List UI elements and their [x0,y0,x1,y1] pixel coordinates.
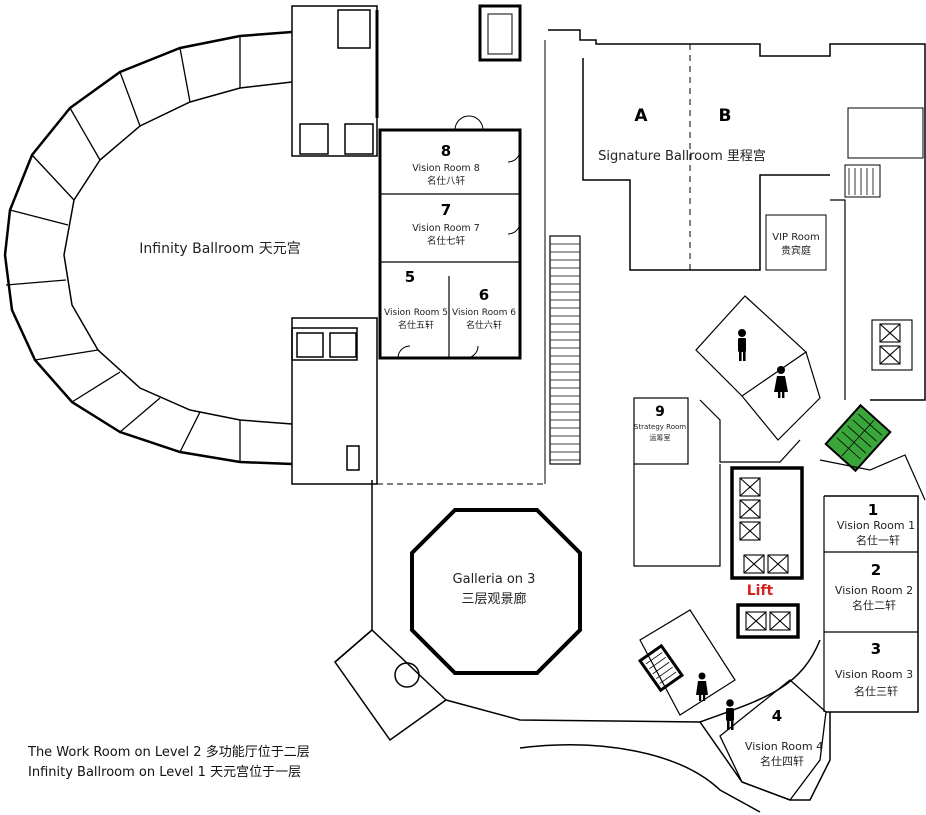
vision-room-8-number: 8 [441,142,451,160]
male-restroom-icon-south [726,699,734,730]
service-lifts-east [871,319,913,371]
male-restroom-icon [738,329,746,361]
vision-room-3-cn: 名仕三轩 [854,684,898,698]
galleria-label: Galleria on 3 [453,572,536,587]
strategy-room-cn: 运筹室 [650,433,671,442]
vision-room-6-name: Vision Room 6 [452,308,516,318]
vision-room-1-cn: 名仕一轩 [856,533,900,547]
vision-room-6-cn: 名仕六轩 [466,319,502,331]
south-perimeter [333,480,831,813]
vision-room-1-name: Vision Room 1 [837,519,915,532]
footnote-infinity-ballroom: Infinity Ballroom on Level 1 天元宫位于一层 [28,765,302,780]
female-restroom-icon [774,366,788,398]
vision-room-3-number: 3 [871,640,881,658]
vision-room-7-cn: 名仕七轩 [427,235,466,247]
vision-room-2-name: Vision Room 2 [835,584,913,597]
west-service-core [291,5,379,485]
vision-room-4: 4 Vision Room 4 名仕四轩 [719,679,827,801]
vision-room-2-number: 2 [871,561,881,579]
vision-room-4-number: 4 [772,707,782,725]
vision-room-4-cn: 名仕四轩 [760,754,804,768]
ballroom-section-a: A [634,106,648,126]
emergency-stairs [824,403,892,473]
vision-room-7-number: 7 [441,201,451,219]
galleria: Galleria on 3 三层观景廊 [410,508,582,675]
female-restroom-icon-south [696,672,708,701]
vision-room-8-name: Vision Room 8 [412,163,480,174]
lift-label: Lift [747,583,774,599]
vision-room-8-cn: 名仕八轩 [427,175,466,187]
galleria-cn: 三层观景廊 [461,591,526,607]
infinity-ballroom-label: Infinity Ballroom 天元宫 [139,241,300,257]
vision-room-1-number: 1 [868,501,878,519]
vision-room-5-number: 5 [405,268,415,286]
restroom-block [695,295,821,441]
vision-room-5-cn: 名仕五轩 [398,319,434,331]
strategy-room-number: 9 [655,404,665,420]
vision-rooms-1-3: 1 Vision Room 1 名仕一轩 2 Vision Room 2 名仕二… [823,495,919,713]
vision-rooms-5-8: 8 Vision Room 8 名仕八轩 7 Vision Room 7 名仕七… [378,115,522,360]
vip-room-label: VIP Room [772,232,819,243]
corridor-walls [699,199,926,501]
vision-room-7-name: Vision Room 7 [412,223,480,234]
vision-room-5-name: Vision Room 5 [384,308,448,318]
ballroom-section-b: B [719,106,732,126]
vision-room-3-name: Vision Room 3 [835,668,913,681]
lift-core: Lift [730,466,804,639]
signature-ballroom-label: Signature Ballroom 里程宫 [598,149,766,164]
strategy-room-9: 9 Strategy Room 运筹室 [633,397,721,567]
vision-room-4-name: Vision Room 4 [745,740,823,753]
long-stairs [549,235,581,465]
vision-room-2-cn: 名仕二轩 [852,598,896,612]
strategy-room-name: Strategy Room [634,423,686,431]
central-corridor [377,4,546,485]
south-restroom-block [637,609,736,730]
signature-ballroom: A B Signature Ballroom 里程宫 VIP Room 贵宾庭 [548,29,926,401]
footnote-work-room: The Work Room on Level 2 多功能厅位于二层 [28,745,310,760]
infinity-ballroom: Infinity Ballroom 天元宫 [3,30,301,466]
vision-room-6-number: 6 [479,286,489,304]
vip-room-cn: 贵宾庭 [781,244,811,257]
